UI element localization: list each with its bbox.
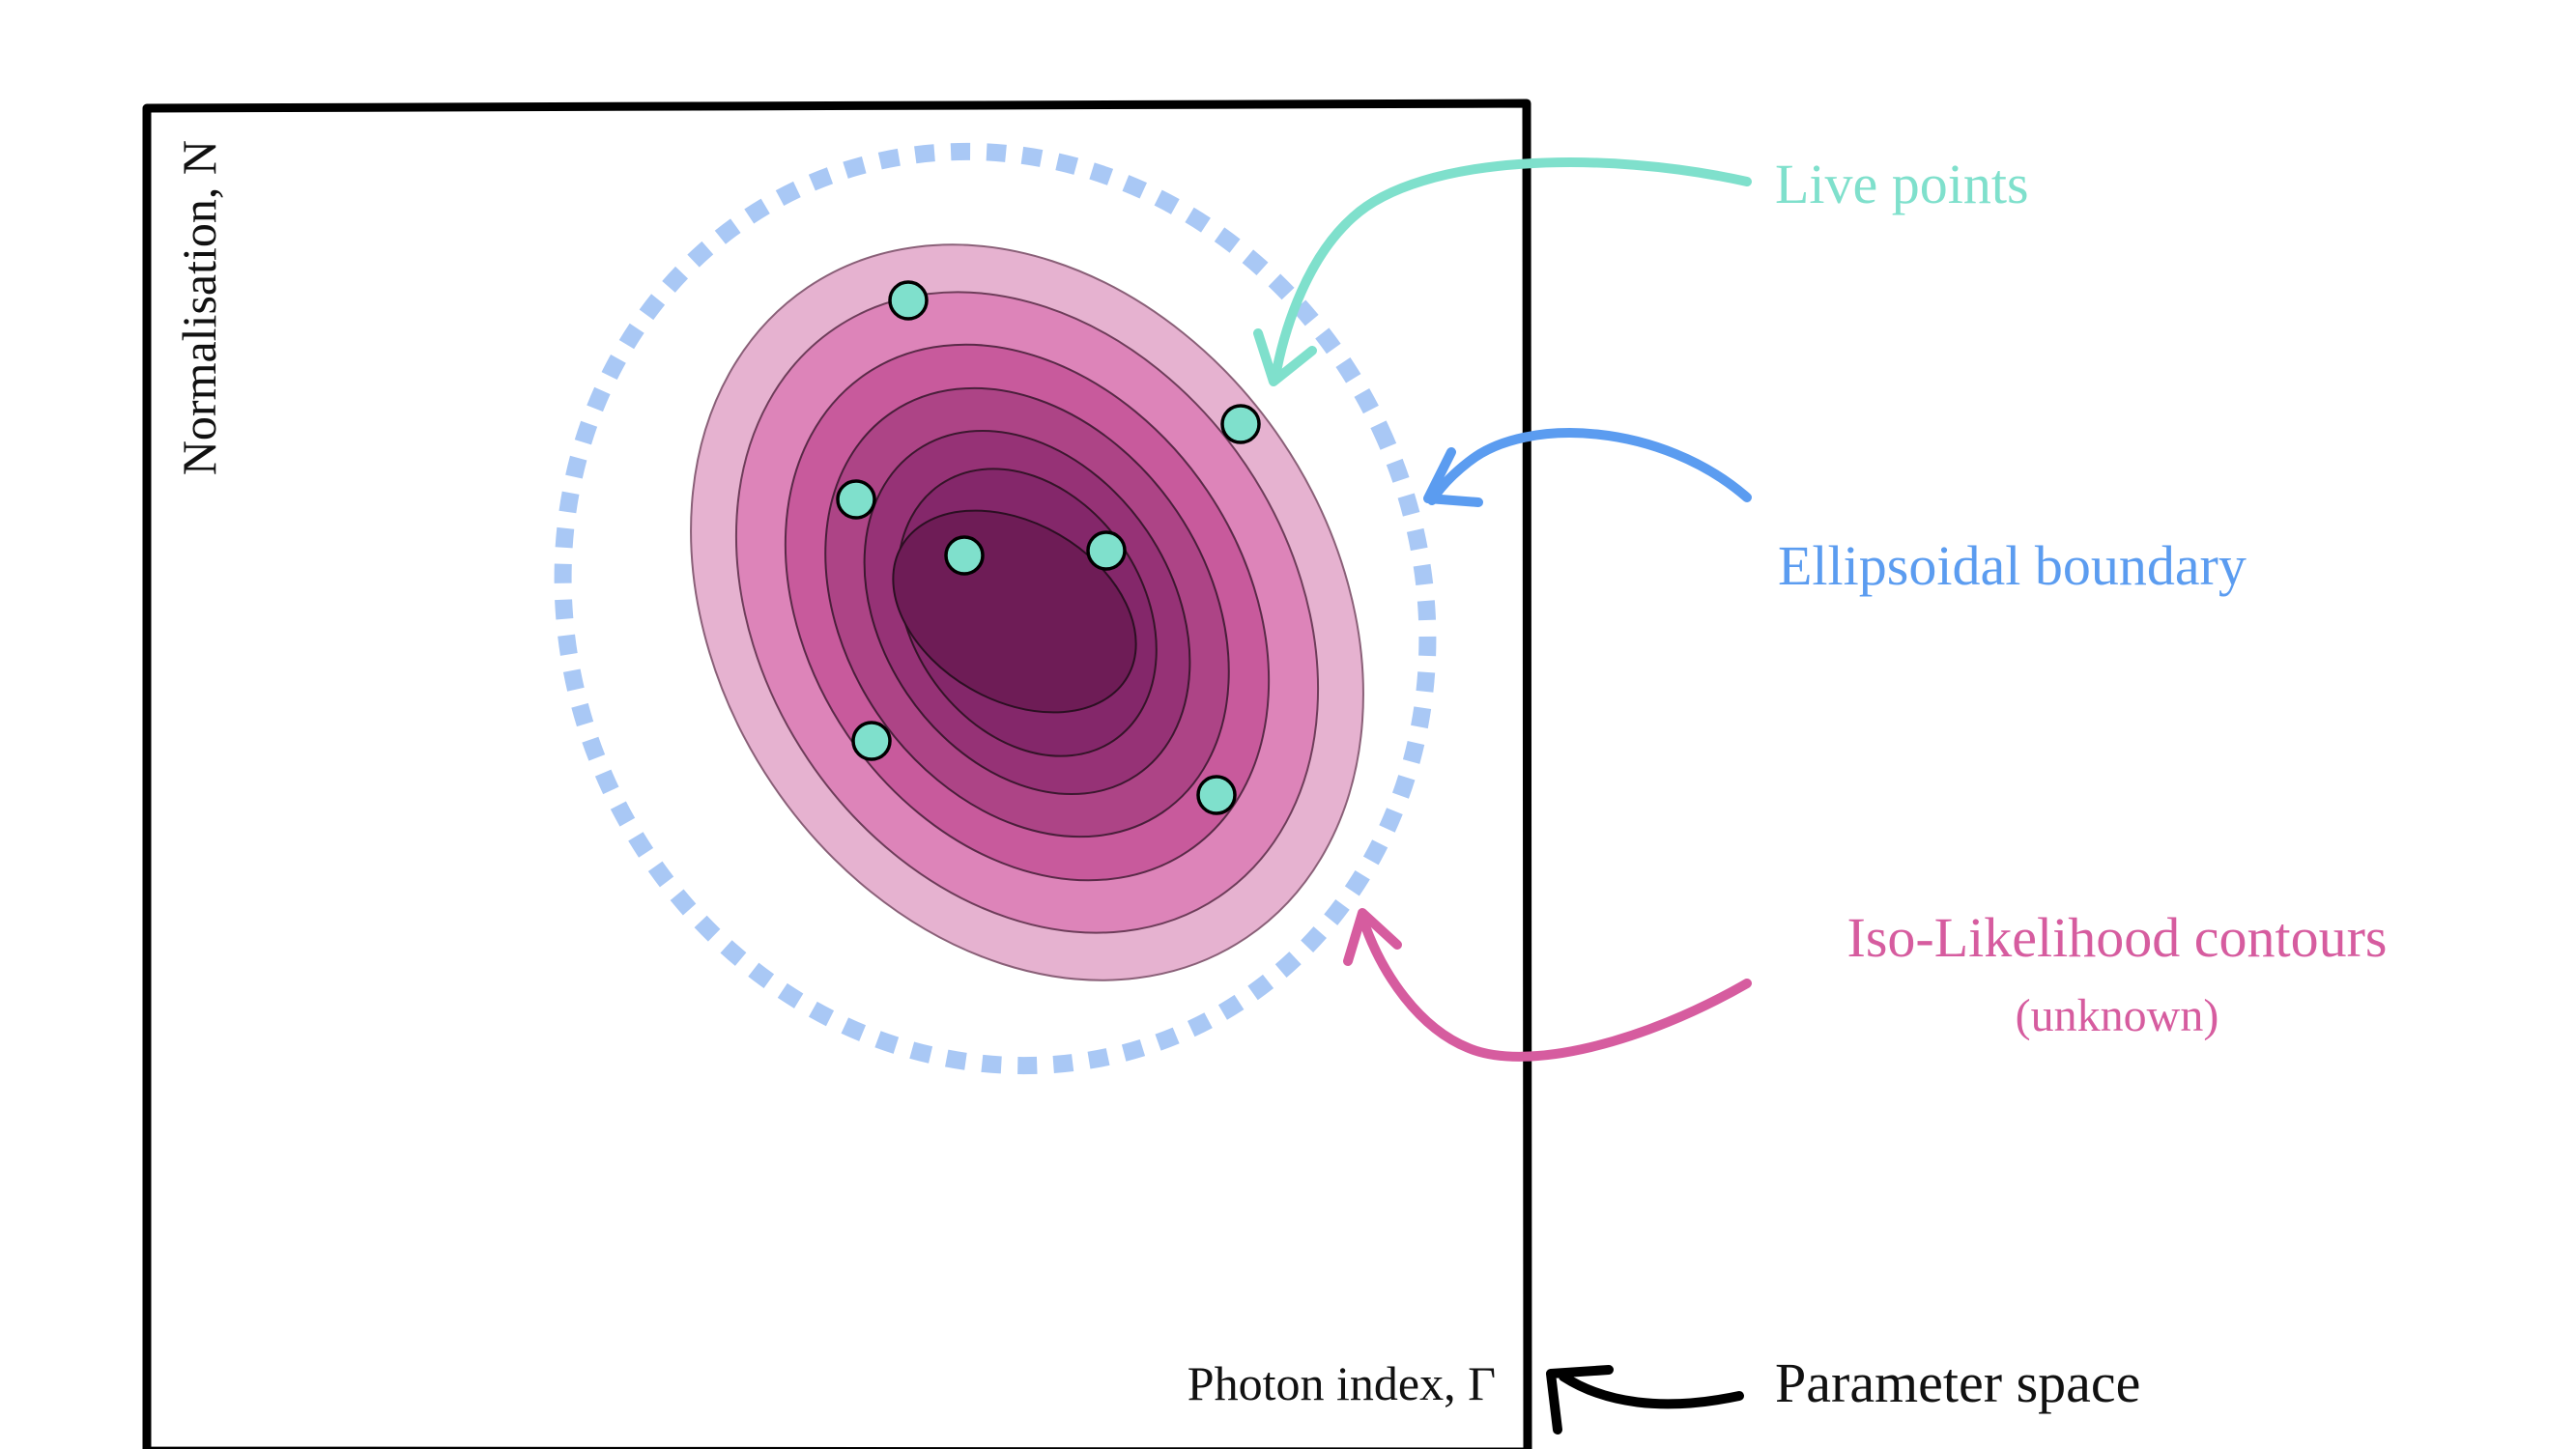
iso-likelihood-arrow bbox=[1343, 908, 1752, 1062]
iso-likelihood-contours bbox=[690, 243, 1364, 981]
live-point bbox=[1196, 775, 1237, 815]
x-axis-label: Photon index, Γ bbox=[1188, 1356, 1496, 1410]
live-point bbox=[1086, 530, 1127, 571]
iso-likelihood-label: Iso-Likelihood contours bbox=[1847, 906, 2388, 969]
live-point bbox=[888, 280, 929, 321]
ellipsoidal-boundary-arrow bbox=[1423, 428, 1752, 507]
parameter-space-frame bbox=[142, 99, 1532, 1449]
live-points-label: Live points bbox=[1775, 153, 2029, 215]
live-point bbox=[851, 721, 892, 761]
live-points bbox=[836, 280, 1261, 815]
parameter-space-label: Parameter space bbox=[1775, 1351, 2140, 1414]
live-point bbox=[836, 479, 876, 520]
iso-likelihood-note: (unknown) bbox=[2016, 990, 2219, 1041]
live-point bbox=[1220, 404, 1261, 444]
ellipsoidal-boundary-label: Ellipsoidal boundary bbox=[1778, 534, 2247, 597]
ellipsoidal-boundary bbox=[554, 142, 1437, 1075]
parameter-space-arrow bbox=[1546, 1365, 1744, 1435]
live-points-arrow bbox=[1253, 157, 1752, 386]
y-axis-label: Normalisation, N bbox=[172, 140, 226, 475]
live-point bbox=[944, 535, 985, 576]
